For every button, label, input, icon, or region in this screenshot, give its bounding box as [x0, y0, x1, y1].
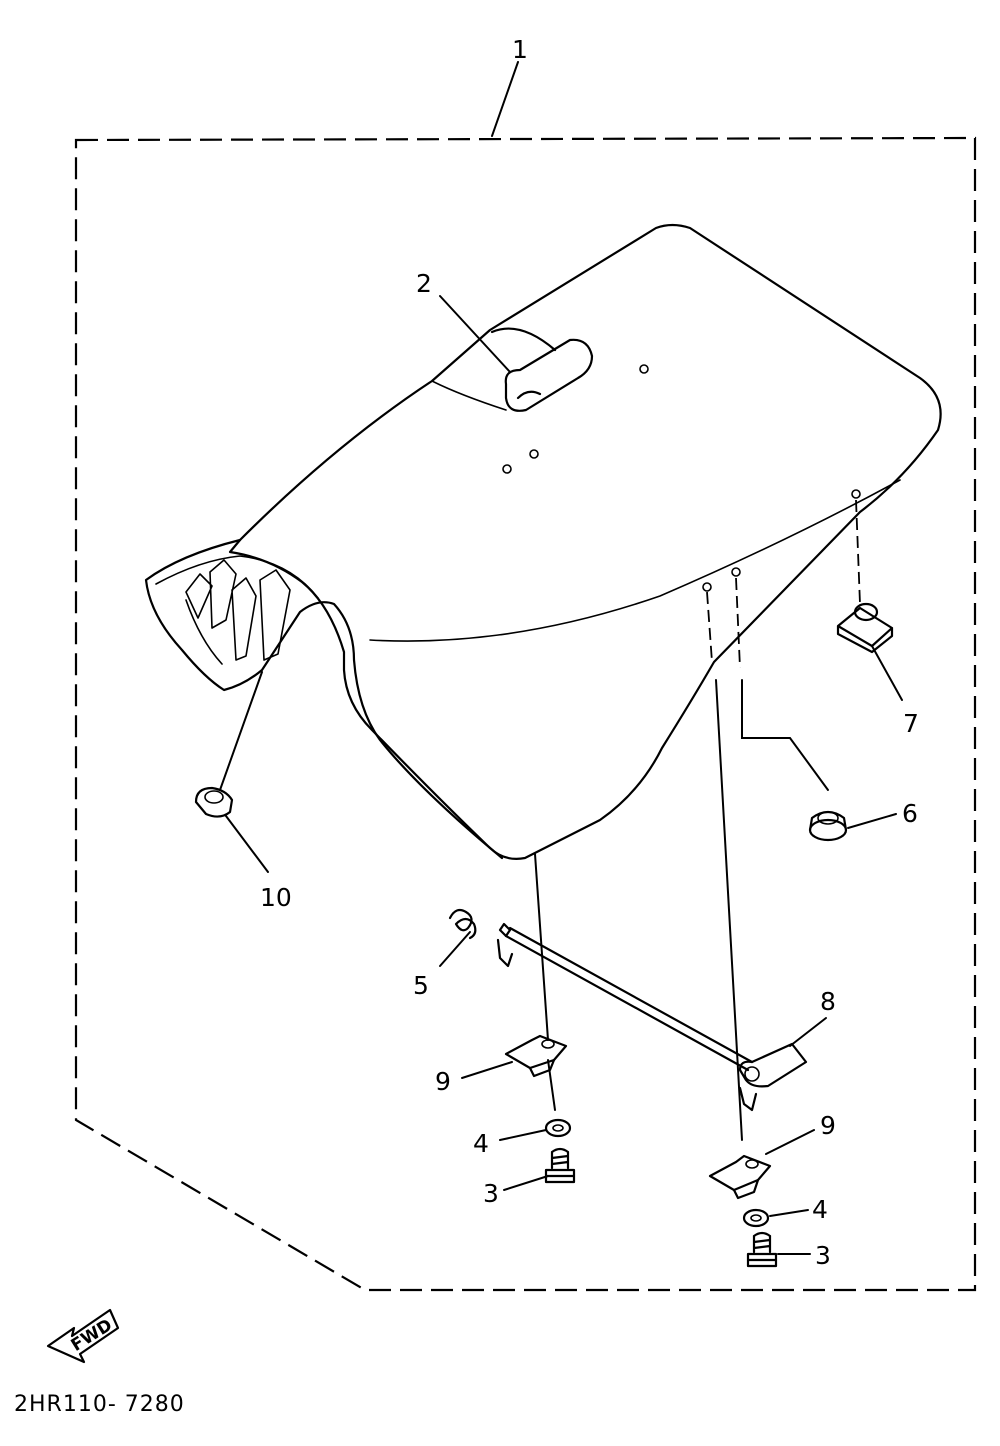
bolt-left-leader: [503, 1175, 549, 1191]
washer-right: [742, 1208, 770, 1228]
bolt-left: [544, 1147, 576, 1184]
callout-bracket-left: 9: [435, 1067, 451, 1096]
bracket-right-leader: [765, 1129, 815, 1155]
round-damper: [808, 810, 848, 842]
align-line-left-lower: [547, 1059, 556, 1111]
round-damper-callout-leader: [847, 813, 897, 829]
seat-outline: [228, 223, 942, 860]
nut-plate: [836, 602, 894, 654]
callout-round-damper: 6: [902, 799, 918, 828]
assembly-leader: [491, 61, 519, 137]
lever-rod: [496, 922, 808, 1112]
seat-ridge: [431, 380, 507, 411]
callout-hook: 2: [416, 269, 432, 298]
align-line-left: [534, 853, 549, 1041]
seat-holes: [502, 364, 861, 592]
front-damper-leader: [219, 671, 263, 791]
assembly-boundary: [74, 136, 977, 1292]
align-line-6: [735, 577, 741, 669]
callout-washer-right: 4: [812, 1195, 828, 1224]
callout-nut-plate: 7: [903, 709, 919, 738]
callout-bolt-left: 3: [483, 1179, 499, 1208]
bracket-left-leader: [461, 1061, 513, 1079]
washer-left-leader: [499, 1129, 547, 1141]
callout-front-damper: 10: [260, 883, 292, 912]
callout-spring: 5: [413, 971, 429, 1000]
round-damper-leader: [741, 679, 829, 791]
lever-leader: [789, 1017, 827, 1047]
washer-left: [544, 1118, 572, 1138]
bracket-right: [708, 1154, 772, 1200]
seat-contour: [369, 479, 901, 642]
seat-nose-lip: [155, 555, 319, 599]
front-damper: [194, 786, 234, 818]
front-damper-callout-leader: [225, 815, 269, 873]
washer-right-leader: [769, 1209, 809, 1217]
seat-underside-ribs: [185, 559, 291, 665]
seat-nose: [144, 538, 504, 860]
seat-hook: [490, 327, 594, 412]
spring-leader: [439, 931, 471, 967]
hook-leader: [439, 295, 511, 373]
bolt-right: [746, 1231, 778, 1268]
spring: [448, 908, 477, 940]
align-line-right: [706, 591, 713, 663]
callout-bracket-right: 9: [820, 1111, 836, 1140]
align-line-right-lower: [715, 679, 743, 1141]
callout-washer-left: 4: [473, 1129, 489, 1158]
bracket-left: [504, 1034, 568, 1078]
drawing-code: 2HR110- 7280: [14, 1392, 185, 1417]
callout-bolt-right: 3: [815, 1241, 831, 1270]
callout-lever: 8: [820, 987, 836, 1016]
callout-assembly: 1: [512, 35, 528, 64]
nut-plate-leader: [871, 645, 903, 701]
fwd-arrow-icon: FWD: [46, 1308, 120, 1364]
